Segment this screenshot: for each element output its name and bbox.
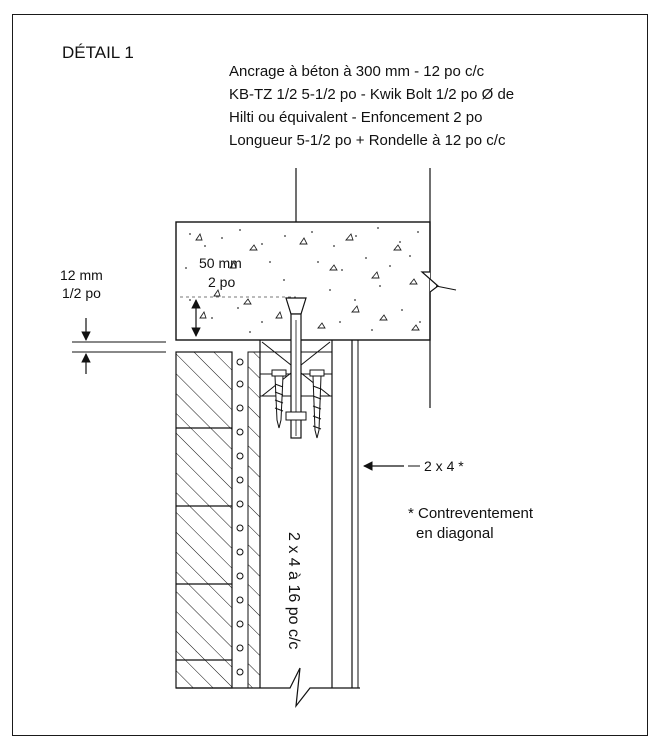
- detail-title: DÉTAIL 1: [62, 43, 134, 62]
- screws: [271, 369, 325, 439]
- gap-dimension: 12 mm 1/2 po: [60, 267, 166, 374]
- anchor-note-line: KB-TZ 1/2 5-1/2 po - Kwik Bolt 1/2 po Ø …: [229, 86, 514, 103]
- brick-ties: [236, 358, 244, 676]
- masonry-veneer: [175, 351, 233, 689]
- concrete-speckle: [185, 227, 421, 333]
- footnote-line: * Contreventement: [408, 505, 534, 522]
- anchor-note: Ancrage à béton à 300 mm - 12 po c/c KB-…: [229, 63, 514, 149]
- anchor-note-line: Longueur 5-1/2 po + Rondelle à 12 po c/c: [229, 132, 506, 149]
- bracing-pointer: 2 x 4 *: [363, 458, 464, 474]
- concrete-slab: [175, 221, 457, 341]
- detail-frame: [12, 14, 648, 736]
- anchor-bolt: [285, 297, 307, 439]
- embed-dim-mm: 50 mm: [199, 255, 242, 271]
- concrete-aggregate: [195, 232, 420, 331]
- anchor-note-line: Hilti ou équivalent - Enfoncement 2 po: [229, 109, 482, 126]
- diagonal-bracing: [351, 340, 359, 688]
- bracing-label: 2 x 4 *: [424, 458, 464, 474]
- air-space: [231, 352, 249, 688]
- embed-dim-po: 2 po: [208, 274, 235, 290]
- sheathing: [247, 351, 261, 689]
- footnote-line: en diagonal: [416, 525, 494, 542]
- anchor-note-line: Ancrage à béton à 300 mm - 12 po c/c: [229, 63, 485, 80]
- footnote: * Contreventement en diagonal: [408, 505, 534, 542]
- stud-label: 2 x 4 à 16 po c/c: [285, 532, 302, 649]
- gap-dim-mm: 12 mm: [60, 267, 103, 283]
- bottom-break-line: [176, 667, 360, 709]
- gap-dim-po: 1/2 po: [62, 285, 101, 301]
- embed-dimension: 50 mm 2 po: [180, 255, 296, 337]
